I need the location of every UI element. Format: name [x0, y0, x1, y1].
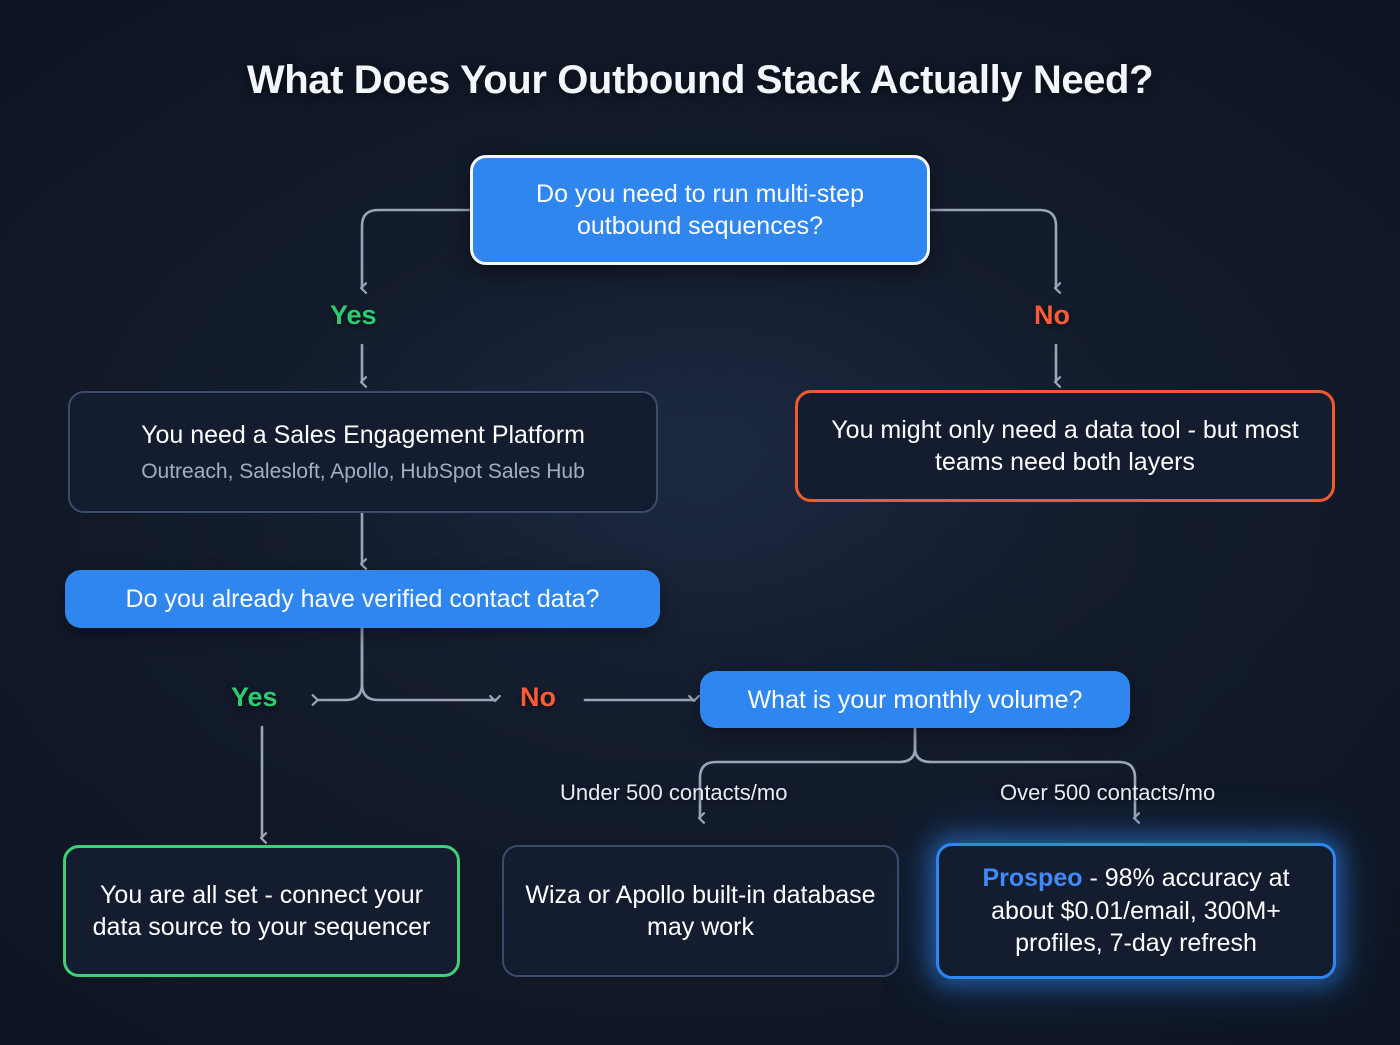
- page-title: What Does Your Outbound Stack Actually N…: [246, 58, 1154, 102]
- edge-label-volume-under: Under 500 contacts/mo: [560, 780, 788, 805]
- node-data-tool-only-label: You might only need a data tool - but mo…: [831, 415, 1299, 477]
- node-question-monthly-volume-label: What is your monthly volume?: [747, 685, 1083, 714]
- node-all-set[interactable]: You are all set - connect your data sour…: [63, 845, 460, 977]
- edge-label-sequences-no: No: [1034, 300, 1070, 330]
- node-wiza-apollo[interactable]: Wiza or Apollo built-in database may wor…: [502, 845, 899, 977]
- node-sep-title: You need a Sales Engagement Platform: [141, 421, 585, 450]
- node-prospeo[interactable]: Prospeo - 98% accuracy at about $0.01/em…: [936, 843, 1336, 979]
- node-question-monthly-volume[interactable]: What is your monthly volume?: [700, 671, 1130, 728]
- node-sep-subtitle: Outreach, Salesloft, Apollo, HubSpot Sal…: [141, 459, 585, 483]
- node-question-sequences[interactable]: Do you need to run multi-step outbound s…: [470, 155, 930, 265]
- node-prospeo-brand: Prospeo: [982, 864, 1083, 893]
- edge-label-volume-over: Over 500 contacts/mo: [1000, 780, 1216, 805]
- node-data-tool-only[interactable]: You might only need a data tool - but mo…: [795, 390, 1335, 502]
- edge-label-verified-no: No: [520, 682, 556, 712]
- edge-label-verified-yes: Yes: [231, 682, 278, 712]
- node-question-verified-data[interactable]: Do you already have verified contact dat…: [65, 570, 660, 628]
- wire-volume-over: [913, 726, 1141, 824]
- node-question-sequences-label: Do you need to run multi-step outbound s…: [536, 180, 864, 240]
- node-question-verified-data-label: Do you already have verified contact dat…: [125, 585, 600, 613]
- node-all-set-label: You are all set - connect your data sour…: [92, 880, 431, 942]
- wire-sequences-no: [928, 208, 1062, 294]
- node-prospeo-text: Prospeo - 98% accuracy at about $0.01/em…: [957, 862, 1315, 960]
- node-prospeo-detail: - 98% accuracy at about $0.01/email, 300…: [991, 864, 1290, 958]
- wire-volume-under: [697, 726, 917, 824]
- wire-sequences-yes: [359, 208, 472, 294]
- wire-verified-no: [360, 626, 501, 703]
- node-sales-engagement-platform[interactable]: You need a Sales Engagement Platform Out…: [68, 391, 658, 513]
- wire-verified-yes: [311, 626, 364, 706]
- edge-label-sequences-yes: Yes: [330, 300, 377, 330]
- node-wiza-apollo-label: Wiza or Apollo built-in database may wor…: [525, 880, 876, 942]
